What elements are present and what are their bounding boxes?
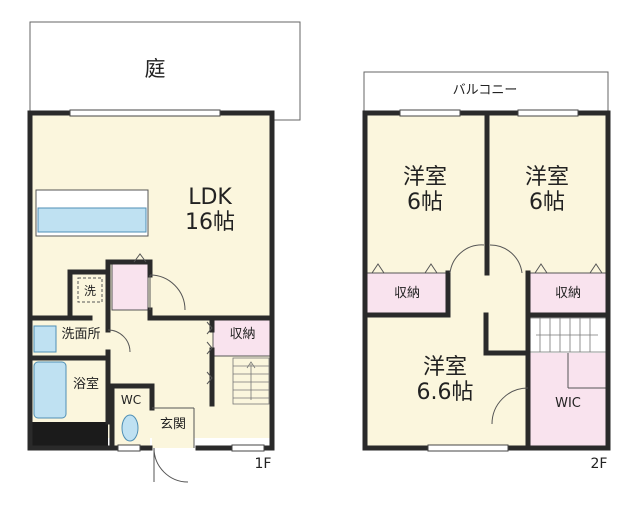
floor-1f-label: 1F xyxy=(254,456,272,472)
washbasin xyxy=(33,325,57,353)
bathtub xyxy=(33,361,67,419)
doors-1f xyxy=(107,253,213,483)
wc-label: WC xyxy=(120,393,142,407)
windows-1f xyxy=(69,109,265,452)
windows-2f xyxy=(399,109,579,452)
laundry-pan xyxy=(77,277,103,303)
garden-label: 庭 xyxy=(144,57,166,81)
storage-1f-label: 収納 xyxy=(229,327,256,342)
stairs-2f xyxy=(529,317,607,353)
kitchen-sink xyxy=(37,207,147,233)
storage-2f-left xyxy=(365,272,449,316)
garden-area xyxy=(29,21,301,121)
storage-2f-left-label: 収納 xyxy=(393,286,420,301)
stairs-1f xyxy=(232,357,270,405)
dark-corner xyxy=(30,422,108,448)
ldk-label: LDK 16帖 xyxy=(185,185,235,236)
walls-1f xyxy=(27,110,275,451)
storage-2f-right-label: 収納 xyxy=(554,286,581,301)
entrance-label: 玄関 xyxy=(159,417,186,432)
doors-2f xyxy=(371,244,603,425)
bathroom-label: 浴室 xyxy=(72,377,99,392)
balcony-label: バルコニー xyxy=(452,83,518,98)
bedroom-a xyxy=(365,113,487,273)
bedroom-c xyxy=(365,315,528,448)
bedroom-a-label: 洋室 6帖 xyxy=(402,165,447,216)
toilet xyxy=(121,414,139,442)
pantry-closet xyxy=(111,261,149,311)
bedroom-b-label: 洋室 6帖 xyxy=(524,165,569,216)
bedroom-b xyxy=(487,113,608,273)
bedroom-c-label: 洋室 6.6帖 xyxy=(416,355,474,406)
laundry-label: 洗 xyxy=(83,284,96,298)
wic-label: WIC xyxy=(555,396,581,411)
floor-2f-label: 2F xyxy=(590,456,608,472)
washroom-label: 洗面所 xyxy=(61,327,101,342)
entrance xyxy=(152,408,194,448)
